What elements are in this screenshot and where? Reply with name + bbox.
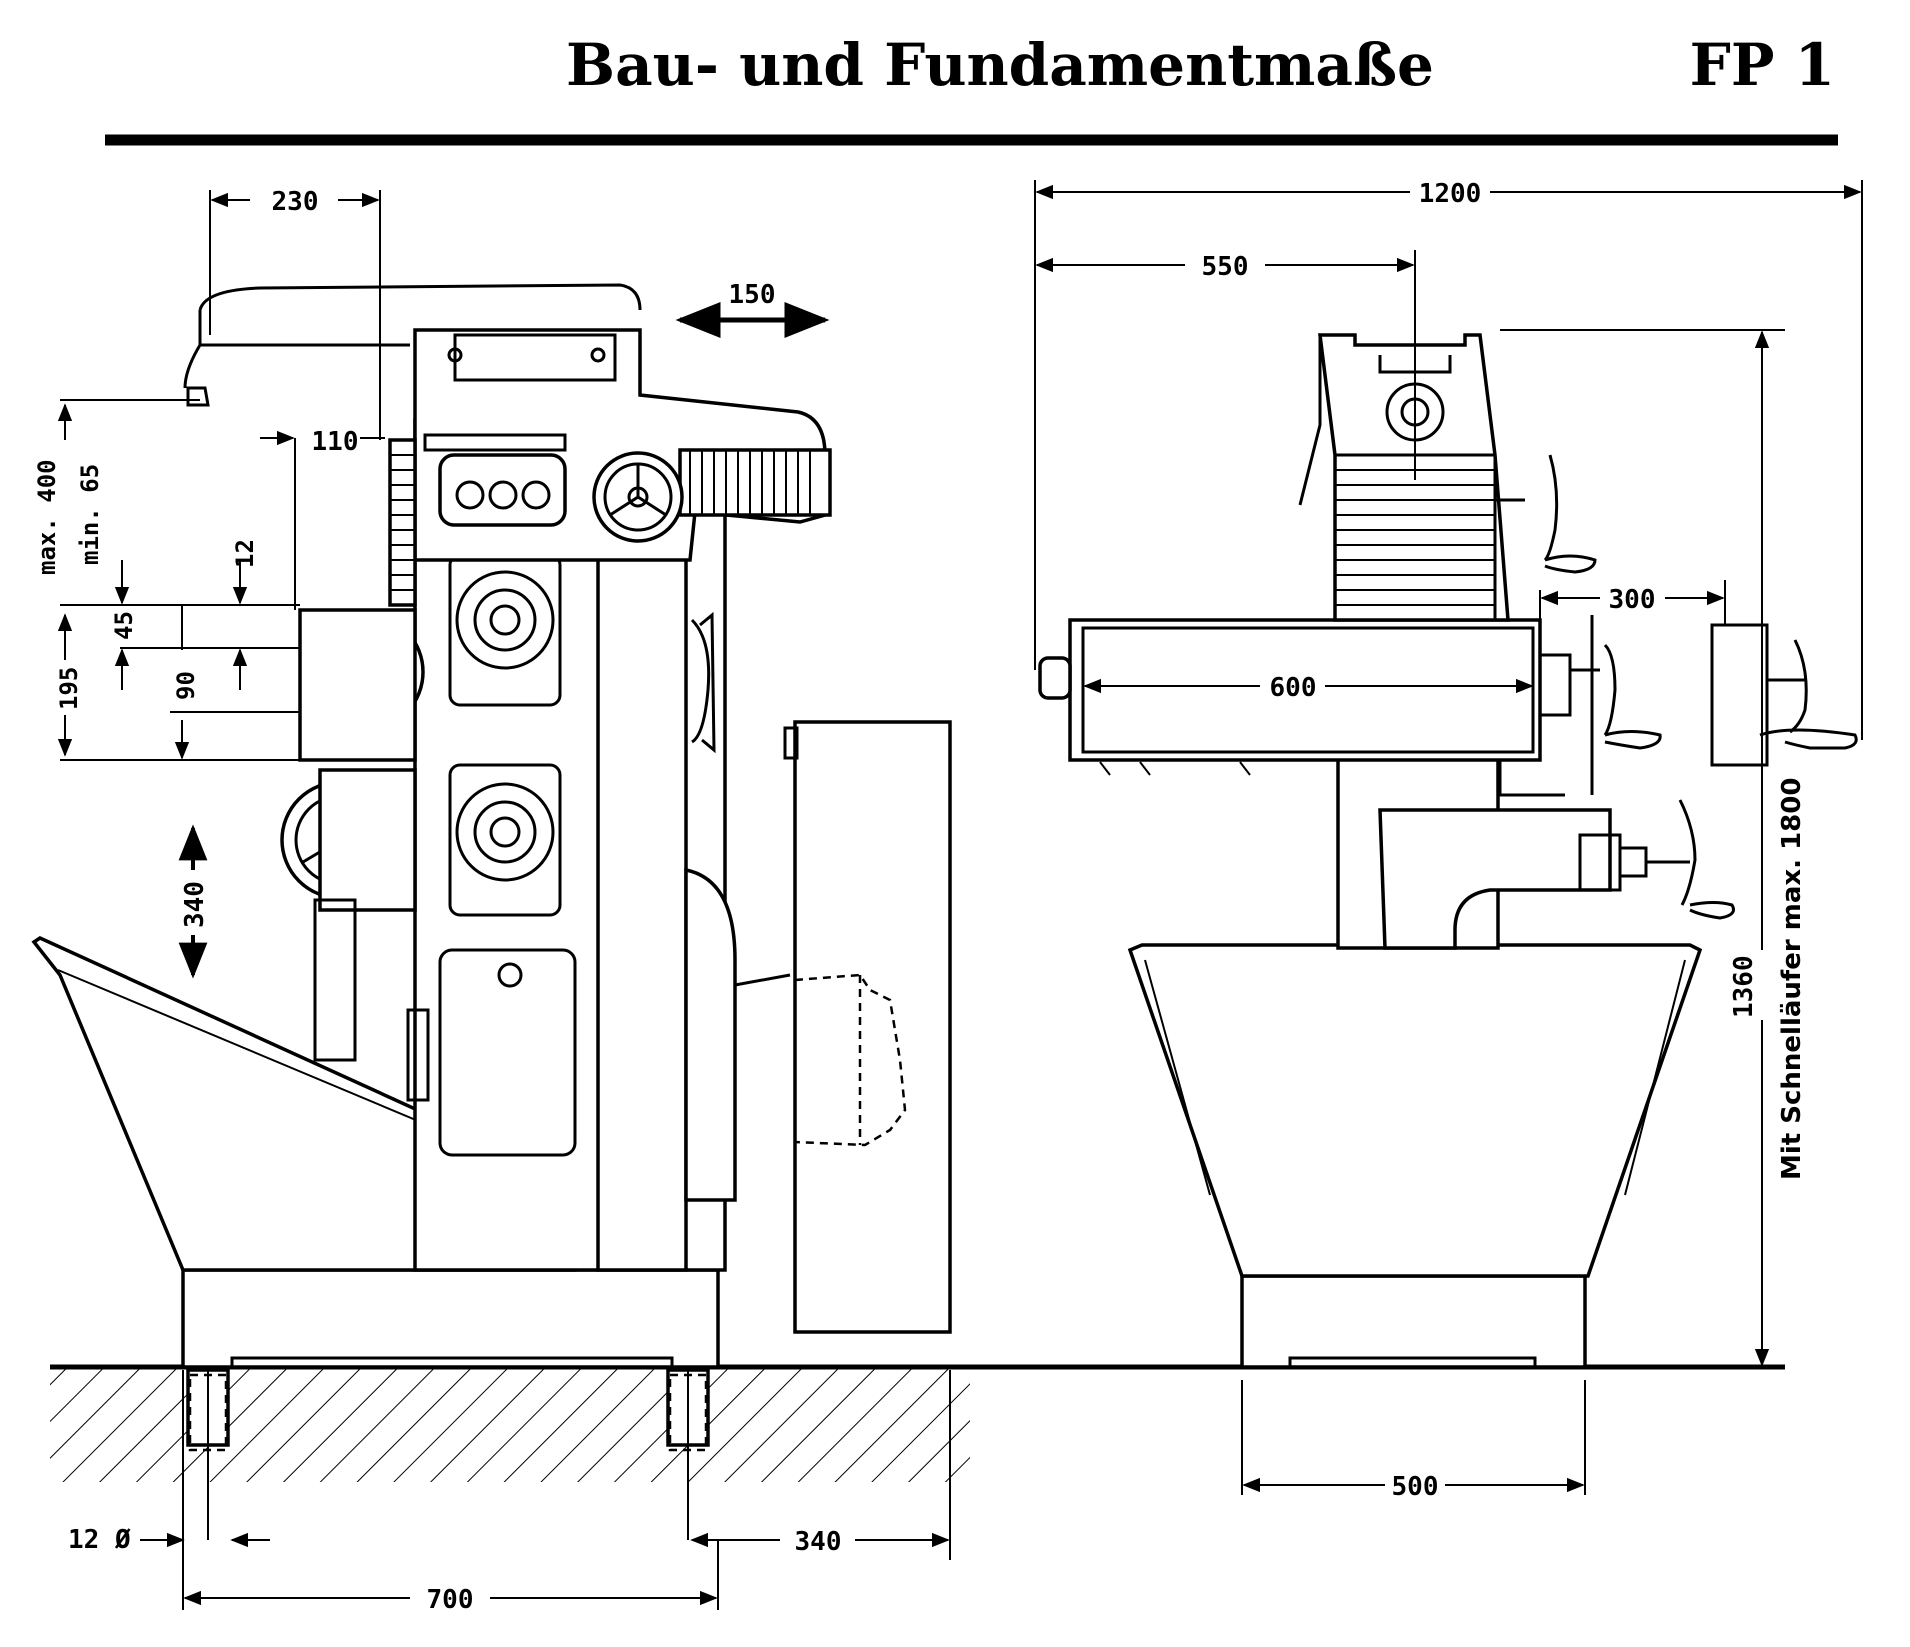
dim-12-dia: 12 Ø xyxy=(68,1525,131,1555)
dim-500: 500 xyxy=(1392,1472,1439,1502)
dim-110: 110 xyxy=(312,427,359,457)
note-schnelllaeufer: Mit Schnelläufer max. 1800 xyxy=(1777,778,1807,1180)
dim-195: 195 xyxy=(55,667,83,710)
dim-1360: 1360 xyxy=(1729,955,1759,1018)
handwheel-upper xyxy=(592,451,684,543)
motor xyxy=(734,720,952,1334)
dim-340-horizontal: 340 xyxy=(795,1527,842,1557)
dim-45: 45 xyxy=(110,611,138,640)
work-table xyxy=(1038,618,1572,797)
side-view-machine xyxy=(31,283,952,1369)
dim-230: 230 xyxy=(272,187,319,217)
pedestal xyxy=(1127,943,1703,1278)
dim-340-vertical: 340 xyxy=(180,881,210,928)
dim-12: 12 xyxy=(231,539,259,568)
right-dimensions: 1200 550 300 600 1360 Mit Schnelläufer m… xyxy=(1034,179,1863,1502)
left-foundation xyxy=(50,1364,1785,1540)
dim-max400: max. 400 xyxy=(33,459,61,575)
dim-700: 700 xyxy=(427,1585,474,1615)
sheet-code: FP 1 xyxy=(1690,31,1835,99)
front-view-machine xyxy=(1038,250,1858,1369)
dim-300: 300 xyxy=(1609,585,1656,615)
dim-150: 150 xyxy=(729,280,776,310)
dim-min65: min. 65 xyxy=(76,464,104,565)
dim-90: 90 xyxy=(172,671,200,700)
left-dimensions: 230 150 110 max. 400 min. 65 12 45 195 xyxy=(33,187,951,1615)
page-title: Bau- und Fundamentmaße xyxy=(566,31,1434,99)
dim-600: 600 xyxy=(1270,673,1317,703)
dim-550: 550 xyxy=(1202,252,1249,282)
bellows xyxy=(678,448,832,517)
dim-1200: 1200 xyxy=(1419,179,1482,209)
